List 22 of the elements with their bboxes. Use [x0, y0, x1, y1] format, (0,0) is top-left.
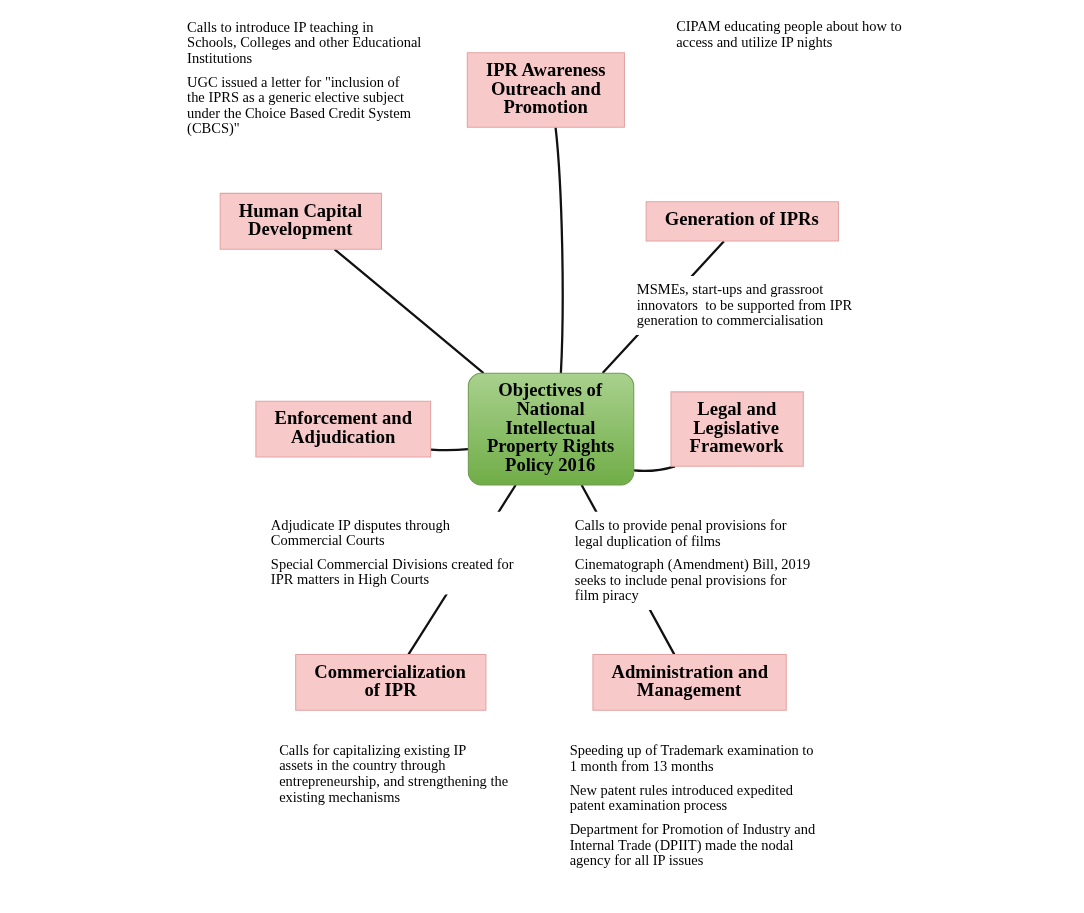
node-label: Calls for capitalizing existing IP assets in the country through entrepreneurship, and strengthening the existing mechanisms [279, 741, 509, 805]
node-box: Legal and Legislative Framework [670, 391, 804, 467]
node-box: Objectives of National Intellectual Property Rights Policy 2016 [467, 372, 635, 486]
node-box: Human Capital Development [219, 192, 382, 250]
node-label: New patent rules introduced expedited patent examination process [569, 781, 794, 814]
node-label: Department for Promotion of Industry and Internal Trade (DPIIT) made the nodal agency for all IP issues [569, 821, 816, 869]
node-box: IPR Awareness Outreach and Promotion [466, 52, 625, 128]
node-box: Enforcement and Adjudication [255, 400, 432, 458]
node-box: Administration and Management [592, 653, 787, 711]
node-label: Speeding up of Trademark examination to 1 month from 13 months [569, 742, 814, 774]
node-label: CIPAM educating people about how to access and utilize IP nights [676, 18, 902, 50]
node-box: Commercialization of IPR [295, 653, 487, 711]
node-label: MSMEs, start-ups and grassroot innovators to be supported from IPR generation to commercialisation [636, 281, 853, 329]
node-label: Calls to introduce IP teaching in Schools, Colleges and other Educational Institutions [187, 18, 422, 66]
node-box: Generation of IPRs [645, 201, 839, 242]
node-label: Special Commercial Divisions created for IPR matters in High Courts [270, 555, 514, 588]
node-label: UGC issued a letter for "inclusion of the IPRS as a generic elective subject under the Choice Based Credit System (CBCS)" [187, 73, 411, 137]
connector [430, 448, 469, 452]
node-label: Calls to provide penal provisions for legal duplication of films [574, 517, 787, 549]
node-label: Cinematograph (Amendment) Bill, 2019 seeks to include penal provisions for film piracy [574, 556, 811, 604]
connector [554, 127, 564, 374]
node-label: Adjudicate IP disputes through Commercial Courts [270, 516, 450, 549]
